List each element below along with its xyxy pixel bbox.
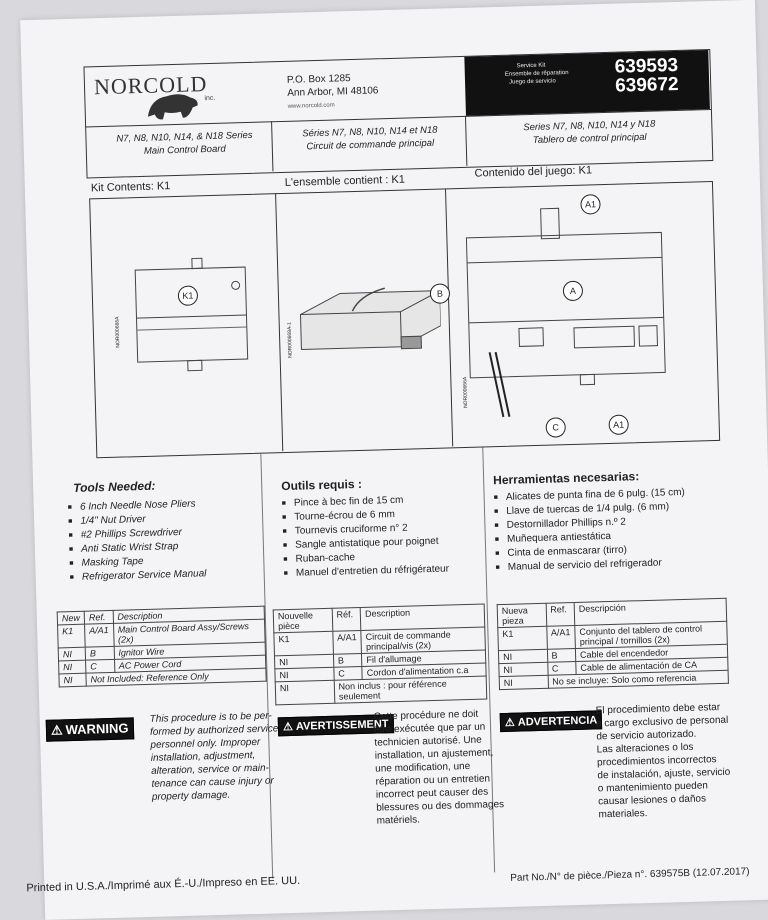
table-cell: Non inclus : pour référence seulement — [333, 676, 487, 704]
table-cell: A/A1 — [332, 630, 362, 655]
table-cell: NI — [275, 680, 335, 705]
code-1: NOR000666A — [114, 316, 122, 348]
table-header: Nueva pieza — [497, 603, 547, 628]
table-header: Ref. — [545, 602, 575, 627]
table-cell: NI — [58, 673, 87, 687]
tools-title-fr: Outils requis : — [281, 476, 363, 494]
table-cell: B — [546, 648, 576, 663]
text-line: matériels. — [376, 814, 421, 827]
table-cell: A/A1 — [546, 625, 576, 650]
tools-en-item: 1/4" Nut Driver — [68, 512, 205, 527]
table-header: Ref. — [84, 610, 114, 625]
footer-part-number: Part No./N° de pièce./Pieza n°. 639575B … — [510, 866, 750, 884]
table-cell: NI — [58, 660, 86, 674]
text-line: materiales. — [598, 808, 648, 821]
table-cell: B — [85, 646, 115, 661]
tools-fr-item: Sangle antistatique pour poignet — [283, 536, 449, 552]
warning-triangle-icon: ⚠ — [50, 722, 63, 738]
table-cell: A/A1 — [84, 623, 114, 648]
warning-label-es: ⚠ADVERTENCIA — [499, 710, 603, 733]
kit-number-2: 639672 — [614, 73, 679, 97]
table-cell: B — [333, 653, 363, 668]
table-header: Nouvelle pièce — [273, 608, 333, 633]
warning-text-en: This procedure is to be per- formed by a… — [150, 709, 281, 804]
tools-fr-item: Manuel d'entretien du réfrigérateur — [284, 564, 449, 580]
tools-es-item: Manual de servicio del refrigerador — [495, 557, 686, 573]
kit-contents-fr: L'ensemble contient : K1 — [284, 173, 406, 189]
service-kit-en: Service Kit — [516, 62, 546, 70]
board-drawing-a — [465, 207, 666, 418]
board-drawing-k1 — [134, 257, 249, 372]
table-header: Description — [360, 604, 485, 631]
tools-fr-item: Tournevis cruciforme n° 2 — [282, 522, 448, 538]
tools-en-item: Anti Static Wrist Strap — [69, 540, 206, 555]
table-cell: K1 — [273, 631, 334, 656]
paper: NORCOLD inc. P.O. Box 1285 Ann Arbor, MI… — [20, 0, 768, 920]
service-kit-fr: Ensemble de réparation — [504, 69, 569, 78]
tools-title-en: Tools Needed: — [73, 478, 156, 495]
code-3: NOR000666A — [462, 376, 470, 409]
kit-contents-es: Contenido del juego: K1 — [474, 164, 593, 180]
table-header: Réf. — [331, 607, 362, 632]
code-2: NOR000668A-1 — [286, 322, 294, 358]
table-cell: K1 — [57, 624, 86, 648]
kit-contents-en: Kit Contents: K1 — [90, 180, 171, 195]
table-cell: C — [333, 666, 363, 681]
table-cell: NI — [499, 675, 549, 690]
warning-label-text: WARNING — [65, 720, 129, 738]
table-cell: C — [85, 659, 115, 674]
table-cell: NI — [58, 647, 86, 661]
tools-list-es: Alicates de punta fina de 6 pulg. (15 cm… — [493, 484, 687, 576]
warning-text-fr: Cette procédure ne doit être exécutée qu… — [374, 707, 505, 828]
tools-title-es: Herramientas necesarias: — [492, 469, 640, 488]
text-line: property damage. — [151, 789, 231, 803]
brand-sub: inc. — [204, 94, 216, 103]
tools-fr-item: Ruban-cache — [283, 550, 449, 566]
warning-text-es: El procedimiento debe estar a cargo excl… — [595, 701, 731, 822]
tools-fr-item: Pince à bec fin de 15 cm — [282, 494, 448, 510]
warning-triangle-icon: ⚠ — [504, 716, 515, 729]
tools-en-item: 6 Inch Needle Nose Pliers — [68, 498, 205, 513]
table-cell: Circuit de commande principal/vis (2x) — [361, 627, 486, 654]
ignitor-drawing — [299, 287, 442, 351]
table-cell: C — [547, 661, 577, 676]
address-line1: P.O. Box 1285 — [286, 73, 351, 86]
tools-list-fr: Pince à bec fin de 15 cm Tourne-écrou de… — [282, 491, 450, 583]
polar-bear-logo-icon — [147, 94, 198, 120]
footer-printed: Printed in U.S.A./Imprimé aux É.-U./Impr… — [26, 874, 301, 895]
tools-list-en: 6 Inch Needle Nose Pliers 1/4" Nut Drive… — [68, 495, 207, 586]
tools-en-item: Masking Tape — [69, 554, 206, 569]
service-kit-es: Juego de servicio — [508, 78, 556, 86]
warning-label-text: ADVERTENCIA — [517, 714, 598, 729]
tools-en-item: Refrigerator Service Manual — [70, 568, 207, 583]
tools-fr-item: Tourne-écrou de 6 mm — [282, 508, 448, 524]
kit-number-box: Service Kit Ensemble de réparation Juego… — [464, 50, 710, 116]
table-cell: K1 — [497, 626, 547, 651]
warning-triangle-icon: ⚠ — [282, 720, 294, 734]
table-header: New — [57, 611, 85, 625]
warning-label-en: ⚠WARNING — [45, 717, 134, 742]
tools-en-item: #2 Phillips Screwdriver — [68, 526, 205, 541]
